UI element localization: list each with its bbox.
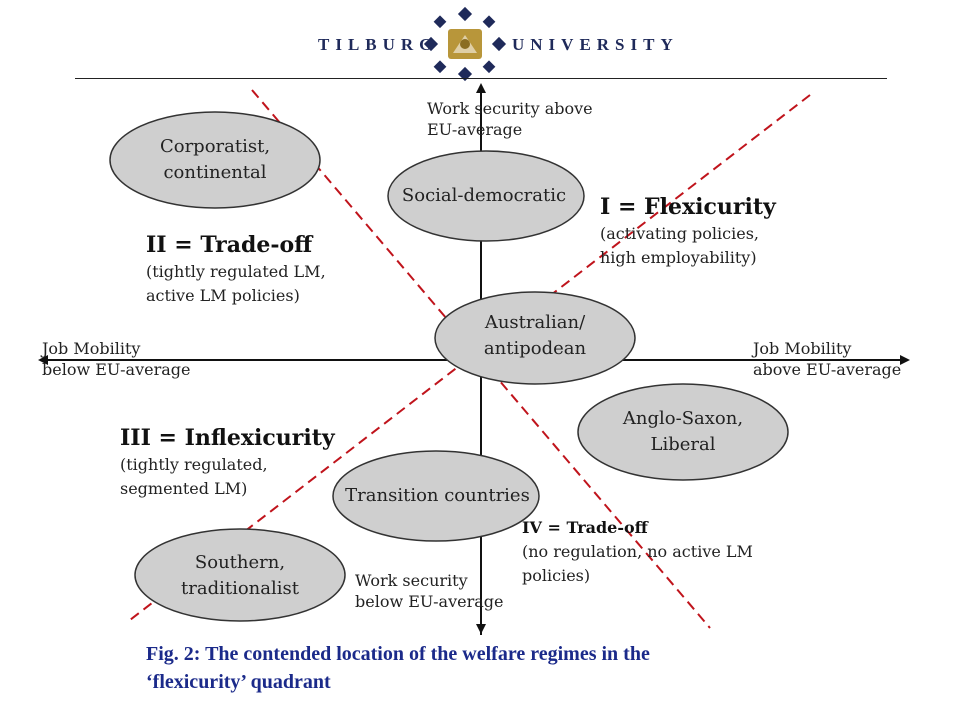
- quadrant-1-subtitle-1: (activating policies,: [600, 224, 759, 243]
- regime-social-democratic-label: Social-democratic: [401, 185, 567, 206]
- regime-southern-ellipse: [134, 528, 346, 622]
- regime-southern-label: Southern, traditionalist: [181, 552, 299, 599]
- axis-top-label: Work security above EU-average: [427, 99, 593, 139]
- quadrant-3-title: III = Inflexicurity: [120, 425, 335, 451]
- regime-corporatist-label: Corporatist, continental: [159, 136, 271, 183]
- quadrant-4-label: IV = Trade-off (no regulation, no active…: [522, 516, 753, 588]
- quadrant-4-subtitle-2: policies): [522, 566, 591, 585]
- regime-corporatist-ellipse: [109, 111, 321, 209]
- regime-transition-ellipse: [332, 450, 540, 542]
- quadrant-2-title: II = Trade-off: [146, 232, 313, 258]
- figure-caption: Fig. 2: The contended location of the we…: [146, 640, 846, 696]
- regime-australian-ellipse: [434, 291, 636, 385]
- header-rule: [75, 78, 887, 79]
- quadrant-2-subtitle-1: (tightly regulated LM,: [146, 262, 326, 281]
- regime-transition-label: Transition countries: [345, 485, 530, 506]
- quadrant-2-label: II = Trade-off (tightly regulated LM, ac…: [146, 230, 326, 308]
- quadrant-3-subtitle-1: (tightly regulated,: [120, 455, 268, 474]
- regime-social-democratic-ellipse: [387, 150, 585, 242]
- quadrant-1-subtitle-2: high employability): [600, 248, 757, 267]
- quadrant-1-title: I = Flexicurity: [600, 194, 776, 220]
- logo-right-word: University: [512, 35, 679, 54]
- regime-anglo-saxon-ellipse: [577, 383, 789, 481]
- regime-anglo-saxon-label: Anglo-Saxon, Liberal: [622, 408, 744, 455]
- university-seal-icon: [423, 6, 507, 82]
- figure-caption-line-1: Fig. 2: The contended location of the we…: [146, 643, 650, 665]
- quadrant-3-subtitle-2: segmented LM): [120, 479, 248, 498]
- regime-australian-label: Australian/ antipodean: [483, 312, 587, 359]
- axis-bottom-label: Work security below EU-average: [355, 571, 504, 611]
- axis-right-label: Job Mobility above EU-average: [753, 339, 902, 379]
- quadrant-2-subtitle-2: active LM policies): [146, 286, 300, 305]
- logo-left-word: Tilburg: [318, 35, 439, 54]
- quadrant-1-label: I = Flexicurity (activating policies, hi…: [600, 192, 776, 270]
- quadrant-4-title: IV = Trade-off: [522, 518, 648, 537]
- quadrant-3-label: III = Inflexicurity (tightly regulated, …: [120, 423, 335, 501]
- figure-caption-line-2: ‘flexicurity’ quadrant: [146, 671, 331, 693]
- quadrant-4-subtitle-1: (no regulation, no active LM: [522, 542, 753, 561]
- axis-left-label: Job Mobility below EU-average: [42, 339, 191, 379]
